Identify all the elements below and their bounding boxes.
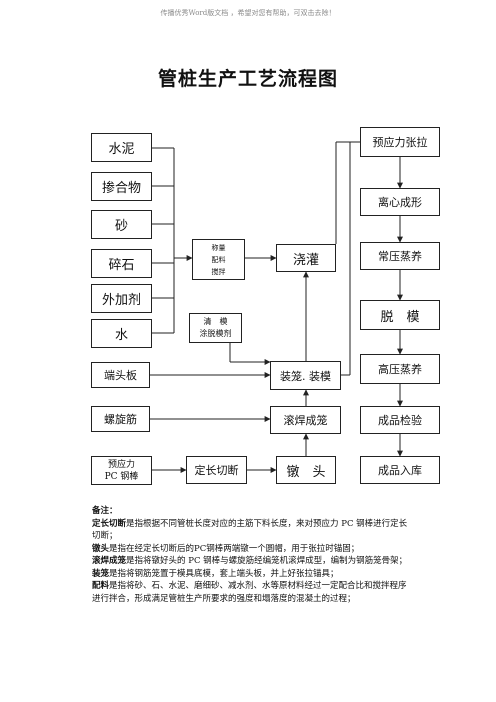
note-item: 滚焊成笼是指将镦好头的 PC 钢棒与螺旋筋经编笼机滚焊成型，编制为钢筋笼骨架；: [92, 555, 410, 568]
material-admixture-label: 掺合物: [101, 181, 141, 196]
process-roll-weld: 滚焊成笼: [270, 406, 341, 434]
note-text: 是指在经定长切断后的PC钢棒两端镦一个圆帽，用于张拉时锚固；: [109, 543, 360, 554]
step-steam-high-label: 高压蒸养: [378, 363, 422, 376]
process-cut-label: 定长切断: [194, 464, 239, 477]
note-text: 是指将镦好头的 PC 钢棒与螺旋筋经编笼机滚焊成型，编制为钢筋笼骨架；: [126, 556, 408, 566]
input-pc-bar-line1: 预应力: [107, 459, 135, 470]
page-title: 管桩生产工艺流程图: [157, 68, 338, 90]
material-sand: 砂: [91, 210, 152, 239]
note-text: 是指根据不同管桩长度对应的主筋下料长度，来对预应力 PC 钢棒进行定长切断；: [92, 518, 408, 542]
process-pour-label: 浇灌: [292, 252, 319, 268]
note-term: 配料: [92, 581, 110, 591]
material-water-label: 水: [114, 328, 128, 343]
note-item: 配料是指将砂、石、水泥、磨细砂、减水剂、水等原材料经过一定配合比和搅拌程序进行拌…: [92, 580, 410, 605]
process-weigh-line1: 称量: [211, 243, 226, 252]
process-upset-label: 镦 头: [286, 464, 326, 480]
watermark-text: 传播优秀Word版文档 ，希望对您有帮助，可双击去除！: [160, 9, 336, 17]
material-additive-label: 外加剂: [101, 293, 141, 308]
notes-heading: 备注：: [92, 506, 118, 516]
process-clean-line2: 涂脱模剂: [199, 329, 232, 338]
step-inspect-label: 成品检验: [378, 414, 422, 427]
note-text: 是指将砂、石、水泥、磨细砂、减水剂、水等原材料经过一定配合比和搅拌程序进行拌合，…: [92, 581, 407, 604]
material-additive: 外加剂: [91, 284, 152, 313]
step-demold-label: 脱 模: [380, 309, 420, 325]
process-weigh-line3: 搅拌: [211, 267, 226, 276]
input-end-plate-label: 端头板: [104, 369, 137, 382]
step-steam-normal-label: 常压蒸养: [378, 250, 422, 263]
step-spin: 离心成形: [360, 188, 440, 216]
material-water: 水: [91, 319, 152, 348]
input-spiral-bar: 螺旋筋: [91, 406, 150, 432]
material-gravel-label: 碎石: [108, 258, 135, 273]
process-cage-mold-label: 装笼. 装模: [280, 369, 331, 383]
step-spin-label: 离心成形: [378, 196, 422, 209]
process-clean-mold: 清 模 涂脱模剂: [189, 313, 242, 343]
material-admixture: 掺合物: [91, 172, 152, 201]
process-roll-weld-label: 滚焊成笼: [283, 414, 328, 427]
note-item: 装笼是指将钢筋笼置于模具底模，套上端头板，并上好张拉锚具；: [92, 568, 410, 581]
input-end-plate: 端头板: [91, 362, 150, 388]
notes-section: 备注： 定长切断是指根据不同管桩长度对应的主筋下料长度，来对预应力 PC 钢棒进…: [92, 505, 410, 605]
material-gravel: 碎石: [91, 249, 152, 278]
input-pc-bar-line2: PC 钢棒: [104, 471, 139, 482]
step-prestress: 预应力张拉: [360, 127, 440, 157]
process-weigh-line2: 配料: [211, 255, 226, 264]
note-term: 镦头: [92, 543, 110, 554]
process-clean-line1: 清 模: [203, 317, 228, 326]
material-cement: 水泥: [91, 133, 152, 162]
note-term: 定长切断: [92, 518, 127, 529]
step-inspect: 成品检验: [360, 406, 440, 434]
step-storage-label: 成品入库: [378, 464, 422, 477]
process-upset: 镦 头: [276, 456, 336, 484]
process-weigh-mix: 称量 配料 搅拌: [192, 239, 245, 280]
material-sand-label: 砂: [114, 219, 128, 234]
note-term: 装笼: [92, 568, 110, 579]
process-pour: 浇灌: [276, 244, 336, 272]
note-item: 镦头是指在经定长切断后的PC钢棒两端镦一个圆帽，用于张拉时锚固；: [92, 543, 410, 556]
step-steam-high: 高压蒸养: [360, 354, 440, 384]
note-item: 定长切断是指根据不同管桩长度对应的主筋下料长度，来对预应力 PC 钢棒进行定长切…: [92, 518, 410, 543]
step-storage: 成品入库: [360, 456, 440, 484]
step-demold: 脱 模: [360, 300, 440, 330]
process-cut: 定长切断: [186, 456, 247, 484]
note-term: 滚焊成笼: [92, 556, 127, 566]
process-cage-mold: 装笼. 装模: [270, 361, 341, 390]
note-text: 是指将钢筋笼置于模具底模，套上端头板，并上好张拉锚具；: [109, 568, 339, 579]
step-steam-normal: 常压蒸养: [360, 242, 440, 270]
input-spiral-bar-label: 螺旋筋: [104, 413, 137, 426]
input-pc-bar: 预应力 PC 钢棒: [91, 456, 152, 485]
step-prestress-label: 预应力张拉: [372, 136, 428, 149]
material-cement-label: 水泥: [108, 142, 135, 157]
